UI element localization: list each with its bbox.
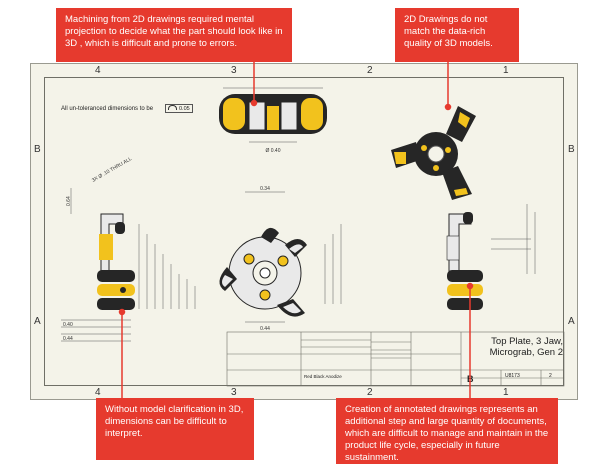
callout-data-rich: 2D Drawings do not match the data-rich q… — [395, 8, 519, 62]
callout-model-clarification: Without model clarification in 3D, dimen… — [96, 398, 254, 460]
isometric-view — [391, 106, 476, 200]
title-block — [226, 331, 565, 387]
drawing-views: Ø 0.40 — [61, 87, 565, 387]
dim-front-bottom: 0.44 — [260, 326, 270, 332]
profile-symbol-icon — [168, 105, 177, 110]
zone-bottom-1: 1 — [503, 387, 509, 398]
material-note: Red Black Anodize — [304, 374, 342, 379]
front-view — [219, 227, 307, 317]
zone-top-2: 2 — [367, 65, 373, 76]
drawing-number: U8173 — [505, 373, 520, 379]
top-view — [219, 87, 327, 143]
dim-top-view: Ø 0.40 — [265, 148, 280, 154]
zone-top-1: 1 — [503, 65, 509, 76]
zone-right-b: B — [568, 144, 575, 155]
zone-top-4: 4 — [95, 65, 101, 76]
zone-left-b: B — [34, 144, 41, 155]
dimension-ladder-left — [61, 188, 196, 342]
zone-bottom-2: 2 — [367, 387, 373, 398]
dim-left-1: 0.40 — [63, 322, 73, 328]
drawing-frame — [44, 77, 564, 386]
zone-top-3: 3 — [231, 65, 237, 76]
revision: 2 — [549, 373, 552, 379]
general-note: All un-toleranced dimensions to be — [61, 106, 154, 112]
callout-document-management: Creation of annotated drawings represent… — [336, 398, 558, 464]
right-side-view — [446, 212, 483, 310]
front-view-dims — [245, 191, 342, 323]
zone-bottom-4: 4 — [95, 387, 101, 398]
tolerance-value: 0.05 — [179, 106, 190, 112]
right-view-dims — [491, 204, 536, 274]
dim-left-2: 0.44 — [63, 336, 73, 342]
left-side-view — [97, 213, 135, 310]
zone-left-a: A — [34, 316, 41, 327]
callout-mental-projection: Machining from 2D drawings required ment… — [56, 8, 292, 62]
drawing-title: Top Plate, 3 Jaw, Micrograb, Gen 2 — [489, 336, 563, 358]
zone-right-a: A — [568, 316, 575, 327]
tolerance-frame: 0.05 — [165, 104, 193, 113]
dim-front-top: 0.34 — [260, 186, 270, 192]
dim-left-3: 0.64 — [66, 196, 72, 206]
zone-bottom-3: 3 — [231, 387, 237, 398]
